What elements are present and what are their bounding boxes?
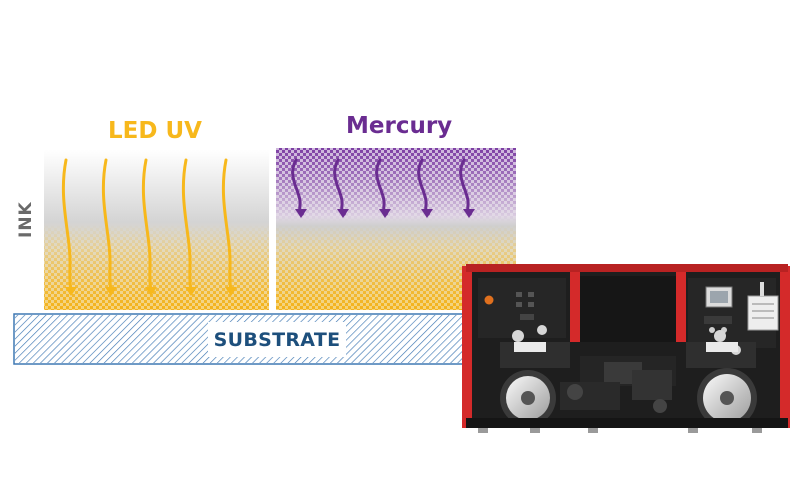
ink-label: INK (16, 201, 36, 238)
printer-machine (462, 264, 790, 433)
arrow-head (421, 209, 433, 218)
arrow-head (65, 287, 77, 296)
substrate-label: SUBSTRATE (213, 328, 341, 351)
mercury-ink-panel (276, 148, 516, 310)
arrow-head (145, 287, 157, 296)
arrow-head (225, 287, 237, 296)
substrate-label-box: SUBSTRATE (208, 322, 346, 357)
arrow-head (337, 209, 349, 218)
mercury-title: Mercury (346, 113, 453, 139)
arrow-head (185, 287, 197, 296)
arrow-head (463, 209, 475, 218)
led-uv-arrows (61, 158, 237, 296)
led-uv-title: LED UV (108, 118, 202, 144)
mercury-arrows (291, 158, 475, 218)
arrow-head (105, 287, 117, 296)
led-uv-ink-panel (44, 140, 269, 310)
arrow-head (295, 209, 307, 218)
arrow-head (379, 209, 391, 218)
